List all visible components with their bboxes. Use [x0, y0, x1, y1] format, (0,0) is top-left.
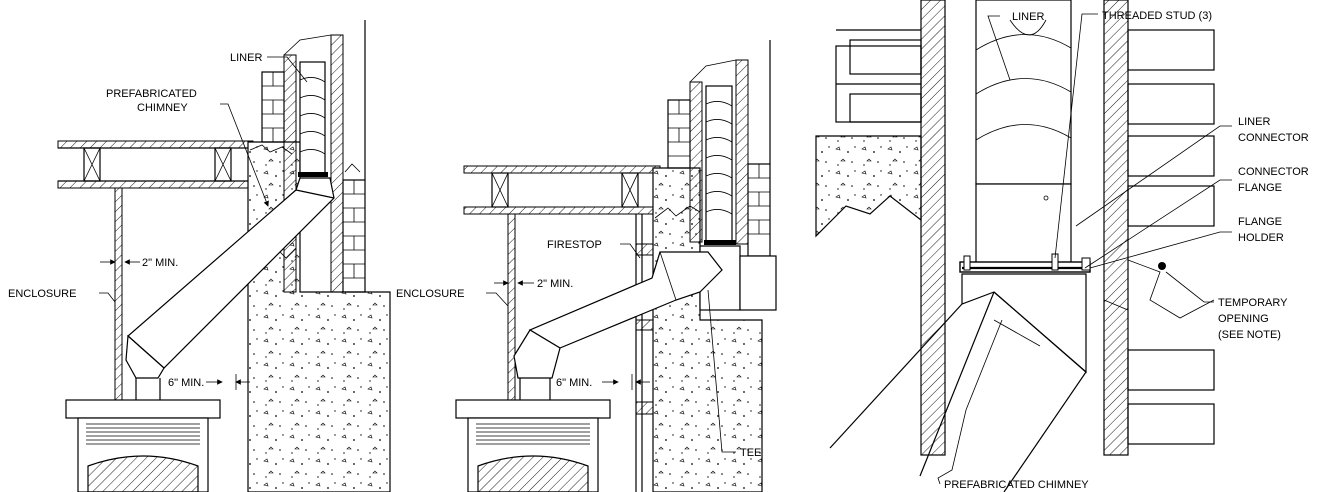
flue-liner — [975, 0, 1072, 185]
label-enclosure: ENCLOSURE — [8, 288, 76, 300]
enclosure-wall — [507, 213, 516, 401]
brick-wall-right — [342, 20, 366, 293]
label-tee: TEE — [740, 447, 761, 459]
label-enclosure: ENCLOSURE — [396, 288, 464, 300]
label-connector-flange-2: FLANGE — [1238, 182, 1282, 194]
liner-connector — [975, 183, 1072, 265]
label-flange-holder-2: HOLDER — [1238, 232, 1284, 244]
pellet-stove — [65, 399, 221, 492]
clearance-dimensions — [100, 259, 250, 390]
label-prefab-chimney: PREFABRICATED CHIMNEY — [944, 479, 1089, 491]
label-temp-opening-1: TEMPORARY — [1218, 297, 1288, 309]
prefab-chimney — [829, 273, 1087, 492]
label-temp-opening-3: (SEE NOTE) — [1218, 329, 1281, 341]
brick-wall-left — [667, 99, 691, 169]
label-liner-connector-2: CONNECTOR — [1238, 132, 1309, 144]
leaders — [486, 243, 736, 453]
masonry-structure — [652, 40, 771, 492]
prefab-chimney-pipe — [513, 251, 723, 400]
label-temp-opening-2: OPENING — [1218, 313, 1269, 325]
floor-joist — [463, 165, 661, 215]
flue-liner — [298, 61, 328, 177]
label-firestop: FIRESTOP — [547, 239, 602, 251]
leaders — [937, 13, 1232, 485]
stove-grille — [86, 423, 200, 445]
enclosure-wall — [114, 187, 123, 401]
connector-flange — [959, 253, 1091, 273]
figure-1-prefab-chimney-offset: LINER PREFABRICATED CHIMNEY ENCLOSURE 2"… — [8, 20, 391, 492]
clearance-dimensions — [494, 280, 650, 390]
flue-wall-left — [920, 0, 946, 456]
leaders — [99, 56, 308, 303]
flue-wall-right — [1103, 0, 1129, 456]
label-flange-holder-1: FLANGE — [1238, 216, 1282, 228]
stove-grille — [476, 423, 590, 445]
prefab-chimney-pipe — [125, 177, 335, 400]
masonry-right — [1103, 29, 1215, 445]
label-liner: LINER — [1012, 11, 1044, 23]
label-liner-connector-1: LINER — [1238, 116, 1270, 128]
label-liner: LINER — [230, 52, 262, 64]
label-side-clearance: 2" MIN. — [537, 278, 573, 290]
label-prefab-line1: PREFABRICATED — [106, 88, 197, 100]
label-bottom-clearance: 6" MIN. — [168, 377, 204, 389]
brick-wall-left — [261, 71, 285, 143]
floor-joist — [57, 140, 254, 189]
temporary-opening-marker — [1158, 262, 1166, 270]
label-prefab-line2: CHIMNEY — [137, 102, 188, 114]
figure-2-firestop-tee: FIRESTOP ENCLOSURE 2" MIN. 6" MIN. TEE — [396, 40, 777, 492]
label-bottom-clearance: 6" MIN. — [556, 377, 592, 389]
label-threaded-stud: THREADED STUD (3) — [1102, 10, 1212, 22]
masonry-left — [815, 29, 922, 238]
combustible-wall — [635, 214, 654, 492]
label-connector-flange-1: CONNECTOR — [1238, 166, 1309, 178]
figure-3-liner-connector-detail: LINER THREADED STUD (3) LINER CONNECTOR … — [815, 0, 1309, 492]
flue-liner — [704, 85, 736, 245]
brick-wall-right — [747, 40, 771, 257]
pellet-stove — [455, 399, 611, 492]
label-side-clearance: 2" MIN. — [142, 257, 178, 269]
